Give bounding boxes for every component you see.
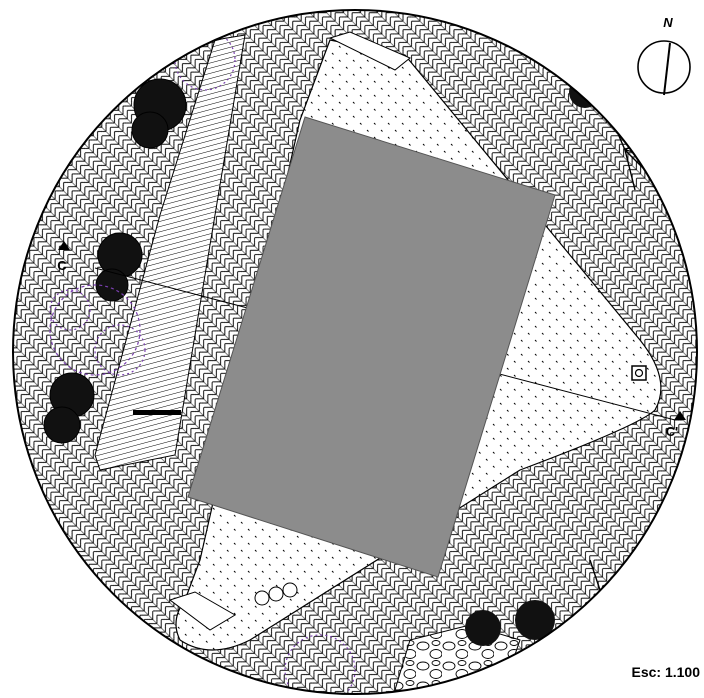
planter-circles bbox=[254, 582, 298, 606]
section-label-left: C bbox=[57, 258, 67, 273]
scale-label: Esc: 1.100 bbox=[631, 664, 701, 680]
bench-detail-top bbox=[328, 31, 411, 71]
side-walkway bbox=[94, 34, 246, 471]
north-arrow-icon: N bbox=[637, 15, 691, 96]
section-marker-left: C bbox=[57, 241, 70, 273]
bench-detail-bottom bbox=[168, 591, 236, 631]
site-boundary-circle bbox=[12, 9, 698, 695]
tree-cluster-left bbox=[43, 78, 187, 444]
section-label-right: C' bbox=[666, 424, 678, 439]
north-label: N bbox=[663, 15, 673, 30]
sign-detail bbox=[133, 410, 181, 415]
section-marker-right: C' bbox=[666, 411, 686, 439]
column-marker bbox=[631, 365, 647, 381]
building-footprint bbox=[187, 116, 556, 578]
